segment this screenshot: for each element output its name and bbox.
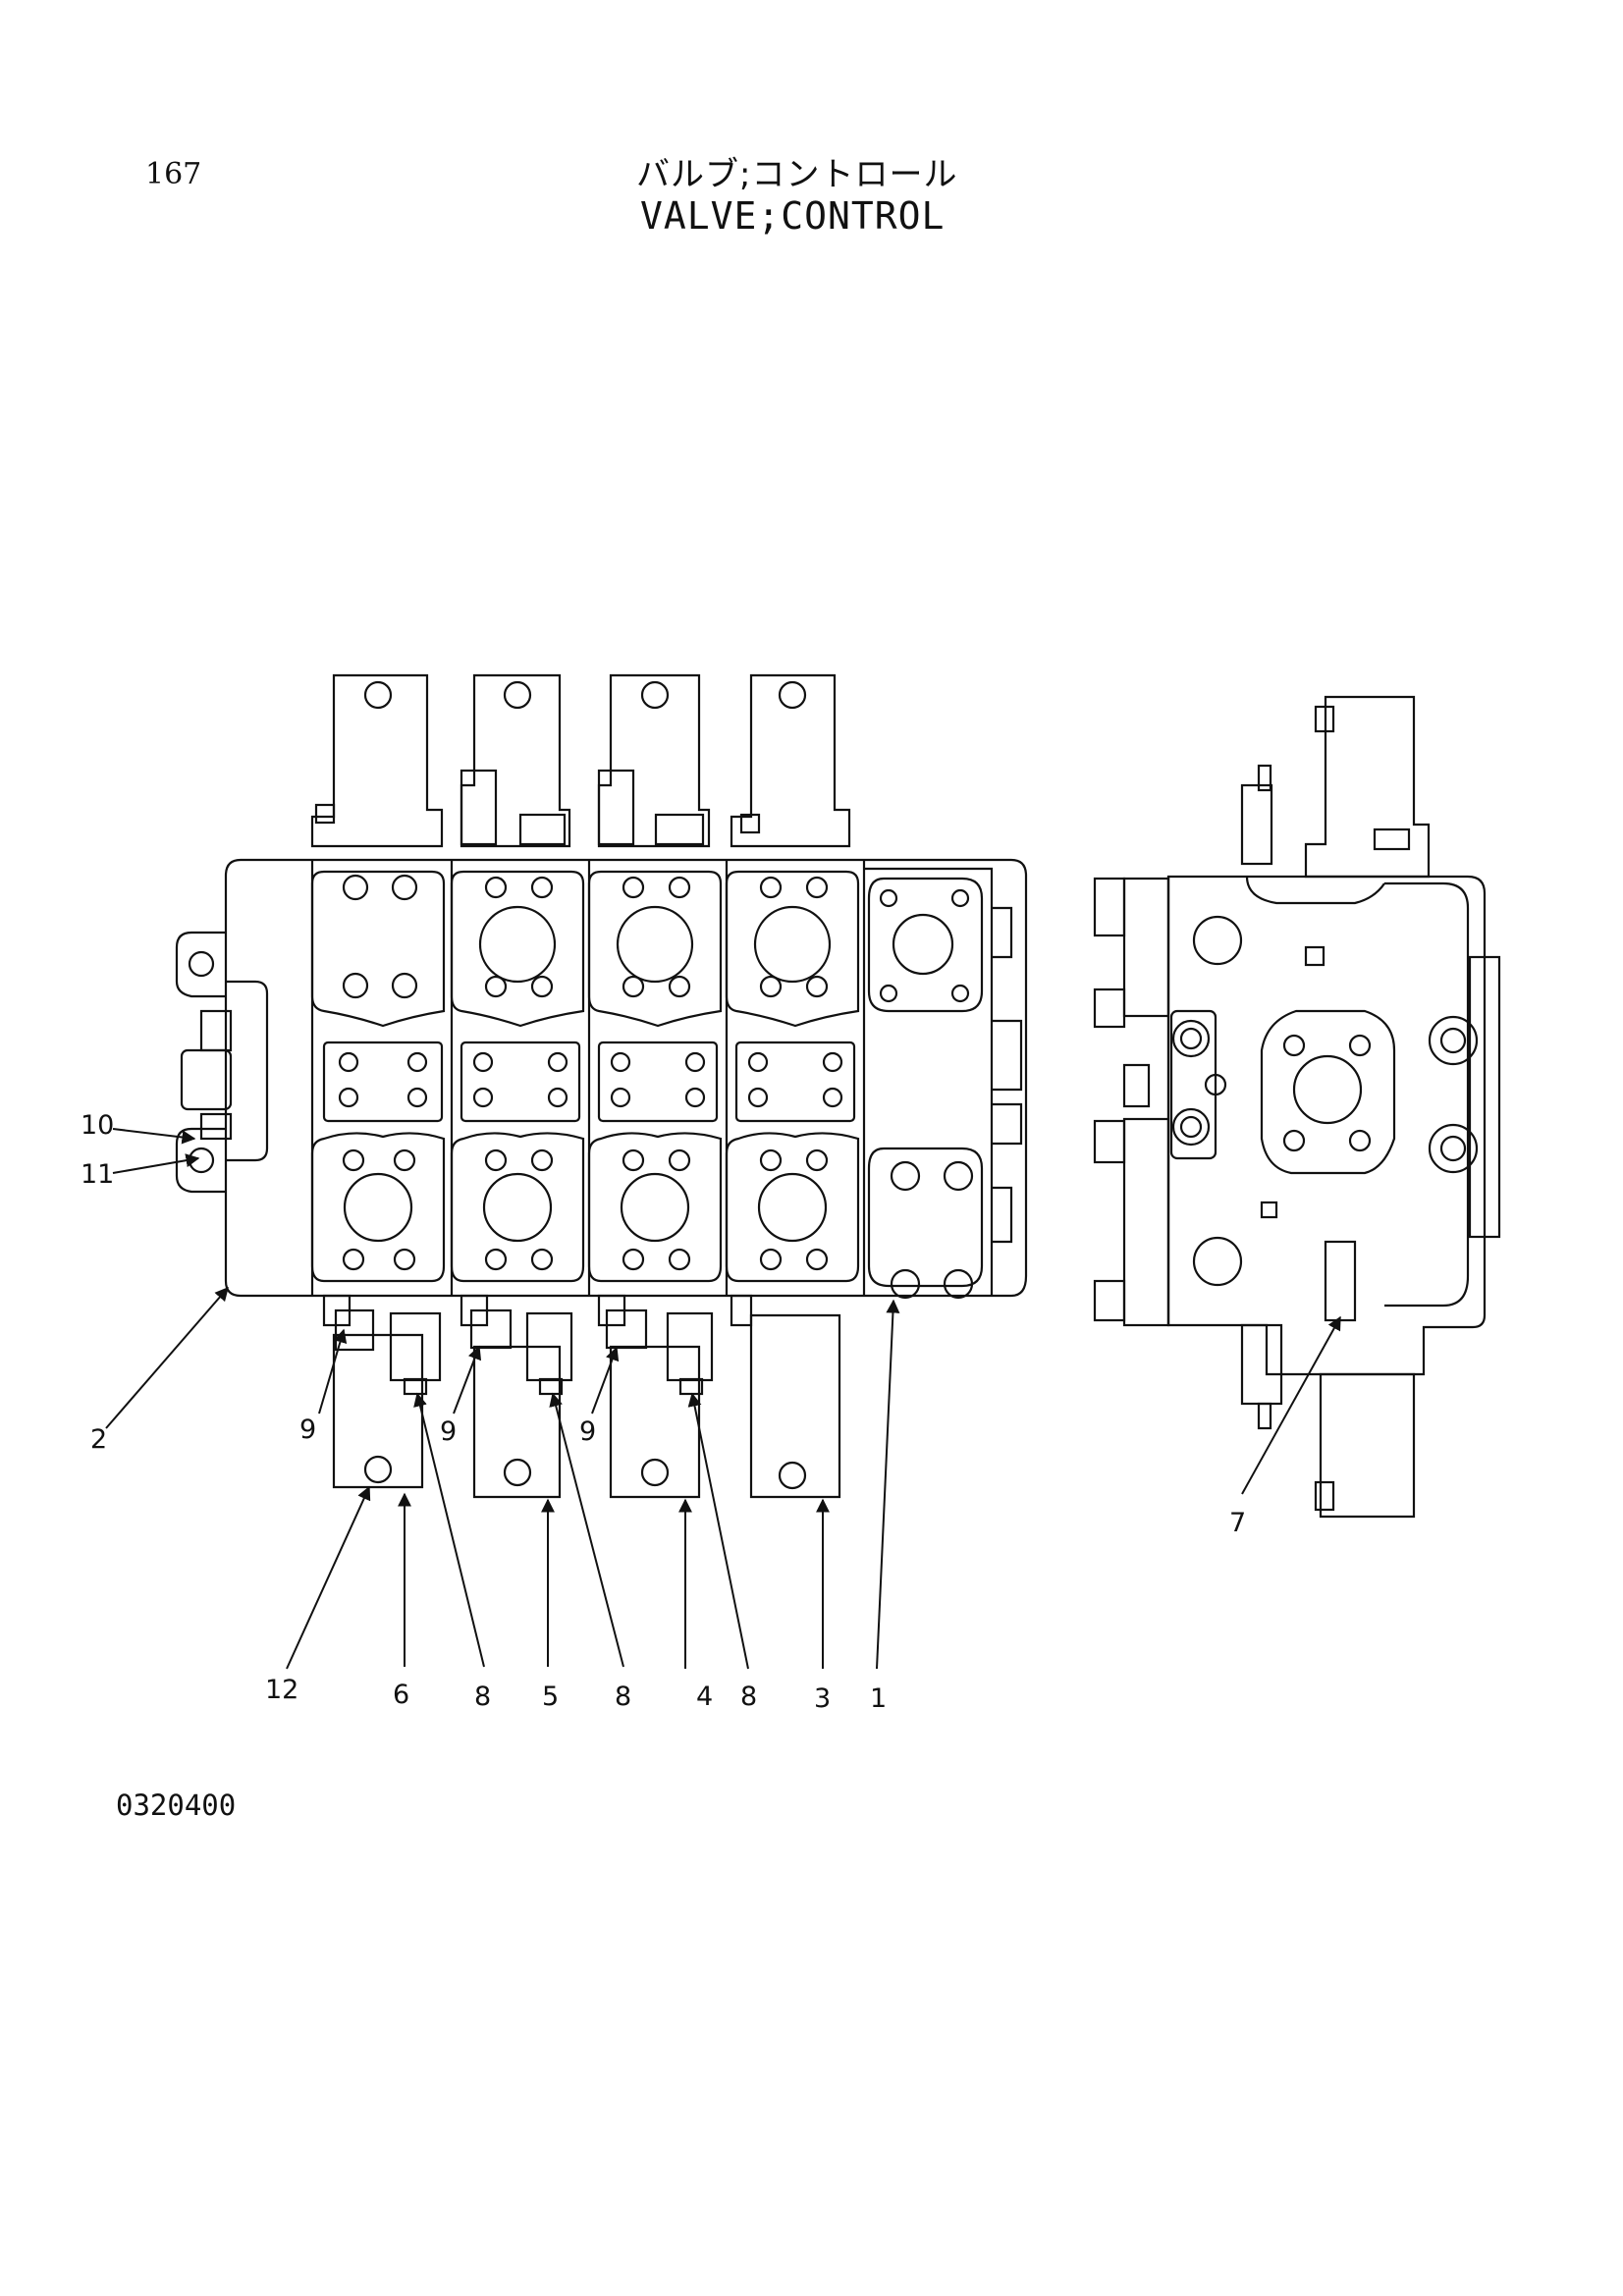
callout-7: 7 xyxy=(1229,1508,1246,1538)
title-japanese: バルブ;コントロール xyxy=(636,155,958,194)
callout-1: 1 xyxy=(870,1683,887,1714)
callout-8: 8 xyxy=(740,1682,757,1712)
callout-8: 8 xyxy=(474,1682,491,1712)
callout-8: 8 xyxy=(615,1682,631,1712)
drawing-number: 0320400 xyxy=(116,1789,237,1822)
callout-4: 4 xyxy=(696,1682,713,1712)
callout-9: 9 xyxy=(579,1416,596,1447)
callout-3: 3 xyxy=(814,1683,831,1714)
callout-2: 2 xyxy=(90,1424,107,1455)
callout-9: 9 xyxy=(440,1416,457,1447)
callout-11: 11 xyxy=(81,1159,114,1190)
callout-labels: 10 11 2 9 9 9 12 6 8 5 8 4 8 3 1 7 xyxy=(81,1110,1246,1714)
title-english: VALVE;CONTROL xyxy=(640,194,946,238)
callout-5: 5 xyxy=(542,1682,559,1712)
callout-10: 10 xyxy=(81,1110,114,1141)
callout-12: 12 xyxy=(265,1675,298,1705)
valve-front-view xyxy=(175,673,1028,1499)
page-number: 167 xyxy=(145,157,202,191)
valve-side-view xyxy=(1093,695,1501,1519)
callout-9: 9 xyxy=(299,1415,316,1445)
callout-6: 6 xyxy=(393,1680,409,1710)
callout-leaders xyxy=(105,1128,1341,1670)
